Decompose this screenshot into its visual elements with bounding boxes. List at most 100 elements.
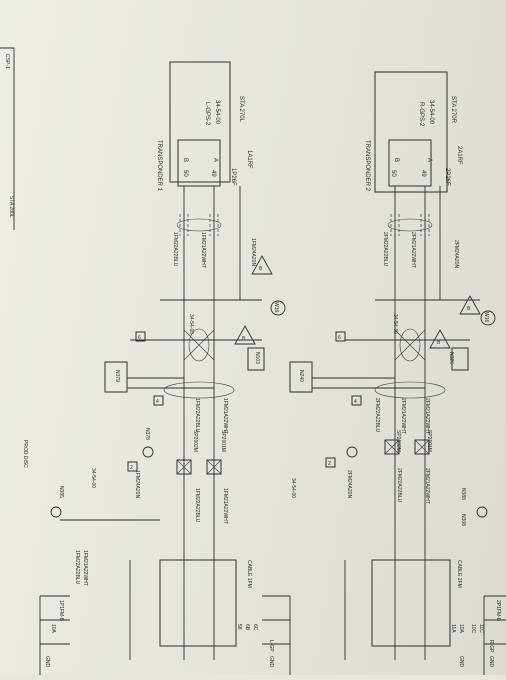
triangle-marker-2 — [251, 255, 273, 275]
n379-box — [104, 361, 128, 393]
top-2p1fm: 1P1FM-B — [58, 600, 64, 622]
transponder-2-ata: 34-54-00 — [428, 100, 434, 125]
pin-6b: 6B — [244, 624, 250, 631]
sp-1-label-a: SP2001M — [220, 430, 226, 452]
cable-2-block — [371, 559, 451, 647]
transponder-2-part: R-GPS-2 — [418, 102, 424, 127]
table-left — [39, 595, 70, 675]
wire-1-blu-label: 1FM22A22BLU — [172, 232, 178, 267]
wire-1-blu2-label: 1FM22A22BLU — [194, 398, 200, 433]
badge-b1: B — [467, 306, 471, 312]
twist-2-cross — [394, 329, 426, 361]
badge-b4: B — [437, 340, 441, 346]
transponder-2-rf: 2A1RF — [456, 146, 462, 165]
wire-1-run2 — [183, 330, 215, 560]
wire-2-wht2-label: 2FM21A22WHT — [424, 398, 430, 434]
twist-2 — [399, 328, 421, 362]
transponder-2-pin-b: B — [393, 158, 399, 162]
sp-1-x-a — [176, 459, 192, 475]
wire-2-blu3-label: 2FM22A22BLU — [396, 468, 402, 503]
transponder-2-sta: STA 270R — [450, 96, 456, 124]
wire-2-gn2-label: 2FM24A20N — [346, 470, 352, 498]
transponder-2-pin-a: A — [426, 158, 432, 162]
wire-1-blu3-label: 1FM22A22BLU — [194, 488, 200, 523]
transponder-2-pin-50: 50 — [390, 170, 396, 177]
ground-node-1 — [142, 446, 154, 458]
gps-r: R-GP — [488, 640, 494, 653]
transponder-1-pin-b: B — [182, 158, 188, 162]
pin-10c: 10C — [470, 624, 476, 634]
shield-2b — [374, 381, 446, 399]
wire-2-blu-label: 2FM22A22BLU — [382, 232, 388, 267]
gnd-d: GND — [44, 656, 50, 668]
w16-circle-b — [270, 300, 286, 316]
transponder-1: TRANSPONDER 1 STA 270L 34-54-00 L-GPS-2 … — [156, 61, 252, 192]
transponder-1-pin-50: 50 — [182, 170, 188, 177]
sp-1-label-b: SP2002M — [192, 430, 198, 452]
shield-2 — [390, 214, 430, 236]
sp-2-box-a — [384, 439, 400, 455]
sp-2-x-b — [414, 439, 430, 455]
badge-box-10 — [127, 461, 138, 472]
node-n385 — [50, 506, 62, 518]
badge-b7: 4 — [354, 399, 357, 405]
circuit-2: N326 N240 SP2001M SP2002M 2FM24A20N 2FM2… — [289, 186, 480, 660]
wire-2-gn-label: 2FM24A20N — [453, 240, 459, 268]
n326-box — [451, 347, 469, 371]
shield-1-ellipse — [176, 218, 222, 232]
n103-box — [247, 347, 265, 371]
circuit-1: N103 N379 SP2001M SP2002M 1FM24A20N 1FM2… — [58, 186, 296, 660]
triangle-marker-4 — [429, 329, 451, 349]
cable-2-label: CABLE 2FM — [456, 560, 462, 588]
ata-2: 34-54-00 — [392, 314, 398, 334]
badge-b5: 6 — [338, 335, 341, 341]
sp-2-box-b — [414, 439, 430, 455]
badge-box-7 — [351, 395, 362, 406]
wire-1-wht4-label: 1FM21A22WHT — [82, 550, 88, 586]
badge-b2: B — [259, 266, 263, 272]
transponder-1-pin-a: A — [212, 158, 218, 162]
pin-10a: 10A — [458, 624, 464, 634]
csp-block: CSP-1 STA 280L — [0, 47, 15, 230]
pin-11c: 11C — [478, 624, 484, 633]
transponder-2-name: TRANSPONDER 2 — [364, 140, 370, 192]
node-n308 — [476, 506, 488, 518]
wire-1-blu4-label: 1FM22A22BLU — [74, 550, 80, 585]
n326: N326 — [448, 352, 454, 364]
wire-2-wht3-label: 2FM21A22WHT — [400, 398, 406, 434]
transponder-1-box — [169, 61, 231, 183]
shield-1b — [163, 381, 235, 399]
transponder-1-ata: 34-54-00 — [214, 100, 220, 125]
transponder-2-connector — [388, 139, 432, 187]
sp-1-box-b — [206, 459, 222, 475]
wire-1-gn-label: 1FM24A20N — [250, 238, 256, 266]
n308: N308 — [460, 514, 466, 526]
wire-2-wht4-label: 2FM21A22WHT — [424, 468, 430, 504]
n240-box — [289, 361, 313, 393]
sp-2-label-a: SP2001M — [426, 430, 432, 452]
sp-1-x-b — [206, 459, 222, 475]
wire-1-wht-label: 1FM21A22WHT — [200, 232, 206, 268]
csp-label: CSP-1 — [4, 54, 10, 69]
triangle-marker-3 — [234, 325, 256, 345]
shield-2-ellipse — [387, 218, 433, 232]
transponder-1-part: L-GPS-2 — [204, 102, 210, 126]
table-right — [483, 595, 506, 675]
badge-b9: 2 — [328, 461, 331, 467]
n378: N378 — [144, 428, 150, 440]
connector-table: 2P1FM-B 1P1FM-B R-GP L-GP GND GND GND GN… — [22, 440, 506, 675]
transponder-2-box — [374, 71, 448, 193]
w16b: W16 — [273, 302, 279, 313]
badge-box-6 — [135, 331, 146, 342]
triangle-marker-1 — [459, 295, 481, 315]
cable-1-wires — [129, 560, 215, 660]
badge-b6: 6 — [138, 335, 141, 341]
w16a: W16 — [483, 312, 489, 323]
sp-2-x-a — [384, 439, 400, 455]
badge-box-5 — [335, 331, 346, 342]
pin-11a: 11A — [450, 624, 456, 633]
gnd-b: GND — [458, 656, 464, 668]
top-1p1fm: 2P1FM-B — [495, 600, 501, 622]
